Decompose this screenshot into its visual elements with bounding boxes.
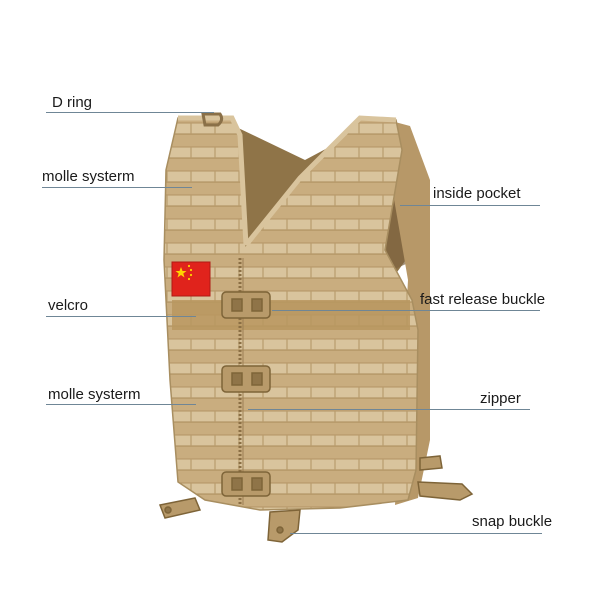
buckle-bottom (221, 471, 271, 497)
buckle-middle (221, 365, 271, 393)
leader-molle-lower (46, 404, 196, 405)
velcro-band (172, 300, 410, 330)
label-inside-pocket: inside pocket (433, 185, 521, 202)
snap-buckle-right (417, 455, 474, 501)
leader-zipper (248, 409, 530, 410)
flag-patch (171, 261, 211, 297)
leader-snap-buckle (290, 533, 542, 534)
label-snap-buckle: snap buckle (472, 513, 553, 530)
leader-velcro (46, 316, 196, 317)
label-velcro: velcro (48, 297, 89, 314)
label-d-ring: D ring (52, 94, 93, 111)
leader-molle-upper (42, 187, 192, 188)
snap-buckle-bottom (267, 509, 301, 543)
buckle-top (221, 291, 271, 319)
label-zipper: zipper (480, 390, 521, 407)
label-molle-lower: molle systerm (48, 386, 141, 403)
leader-d-ring (46, 112, 214, 113)
label-molle-upper: molle systerm (42, 168, 135, 185)
d-ring (201, 112, 224, 127)
label-fast-release-buckle: fast release buckle (420, 291, 546, 308)
leader-inside-pocket (400, 205, 540, 206)
leader-fast-release-buckle (272, 310, 540, 311)
snap-buckle-left (158, 497, 202, 519)
